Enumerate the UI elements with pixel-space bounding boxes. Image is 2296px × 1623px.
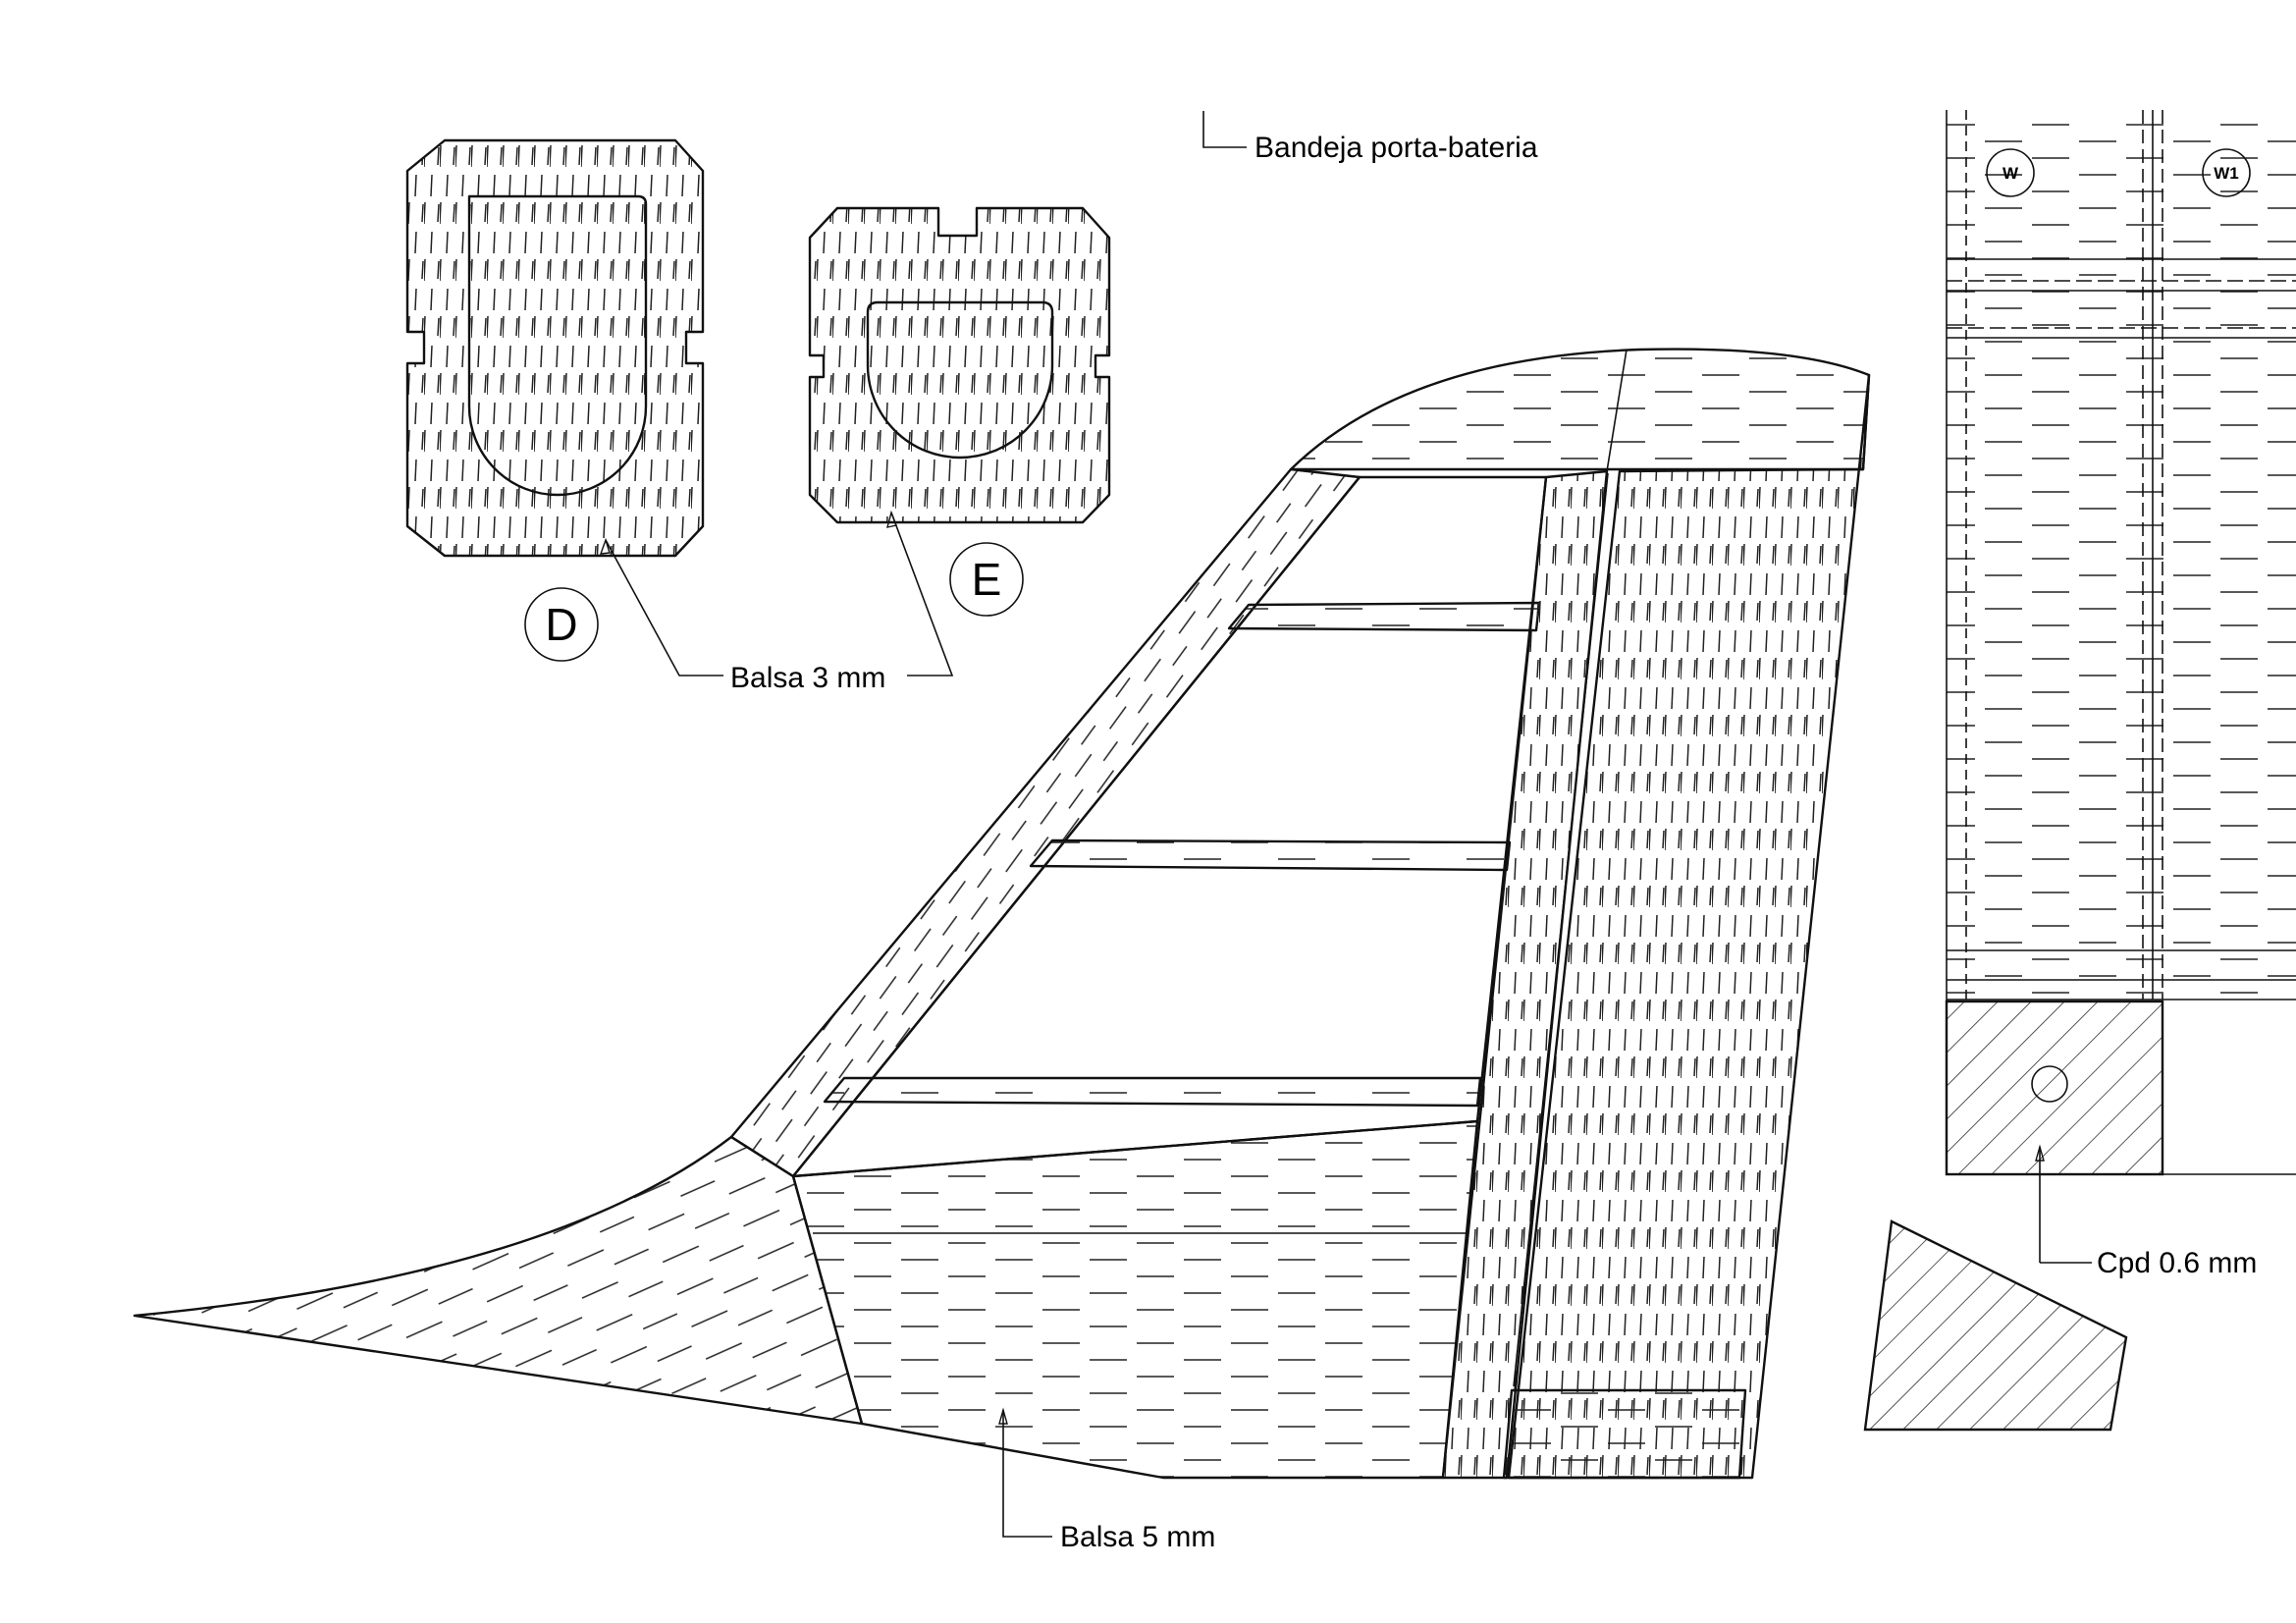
part-w-id: W [2002, 164, 2019, 183]
fin-root-fillet [133, 1135, 864, 1426]
former-d-id: D [545, 599, 577, 650]
battery-tray-label: Bandeja porta-bateria [1255, 132, 1538, 164]
part-w1-circle [2202, 148, 2251, 197]
plywood-triangle [1863, 1219, 2128, 1432]
fin-leading-edge [729, 467, 1362, 1178]
cpd-label: Cpd 0.6 mm [2097, 1247, 2257, 1279]
former-e-id-circle [949, 542, 1024, 617]
former-e-cutout [866, 300, 1054, 460]
part-w-circle [1986, 148, 2035, 197]
balsa5-label: Balsa 5 mm [1060, 1521, 1215, 1553]
fin-rib-3 [823, 1076, 1482, 1108]
rudder-lower-block [1502, 1388, 1747, 1480]
part-w1-id: W1 [2214, 164, 2239, 183]
right-plan-section: W W1 [1863, 110, 2296, 1432]
balsa3-callout: Balsa 3 mm [599, 510, 954, 694]
former-d-id-circle [524, 587, 599, 662]
rudder [1507, 373, 1871, 1480]
former-e: E [808, 206, 1111, 617]
former-d-cutout [467, 194, 648, 497]
former-d: D [405, 138, 705, 662]
former-d-outline [405, 138, 705, 558]
balsa5-callout: Balsa 5 mm [998, 1407, 1215, 1553]
battery-tray-callout: Bandeja porta-bateria [1202, 111, 1538, 164]
plywood-plate [1945, 1000, 2164, 1176]
fin-open-bay [791, 475, 1548, 1178]
fin-bottom-block [791, 1119, 1479, 1480]
former-e-outline [808, 206, 1111, 524]
plate-hole [2031, 1065, 2068, 1103]
fin-rib-2 [1029, 839, 1512, 872]
former-e-id: E [972, 554, 1002, 605]
tip-joint-line [1606, 349, 1628, 472]
fin-top-tip [1289, 348, 1871, 471]
cpd-callout: Cpd 0.6 mm [2035, 1144, 2257, 1279]
fin-rib-1 [1227, 601, 1541, 632]
vertical-fin [133, 348, 1871, 1480]
balsa3-label: Balsa 3 mm [730, 662, 885, 694]
rudder-hinge-line [1513, 472, 1609, 1387]
